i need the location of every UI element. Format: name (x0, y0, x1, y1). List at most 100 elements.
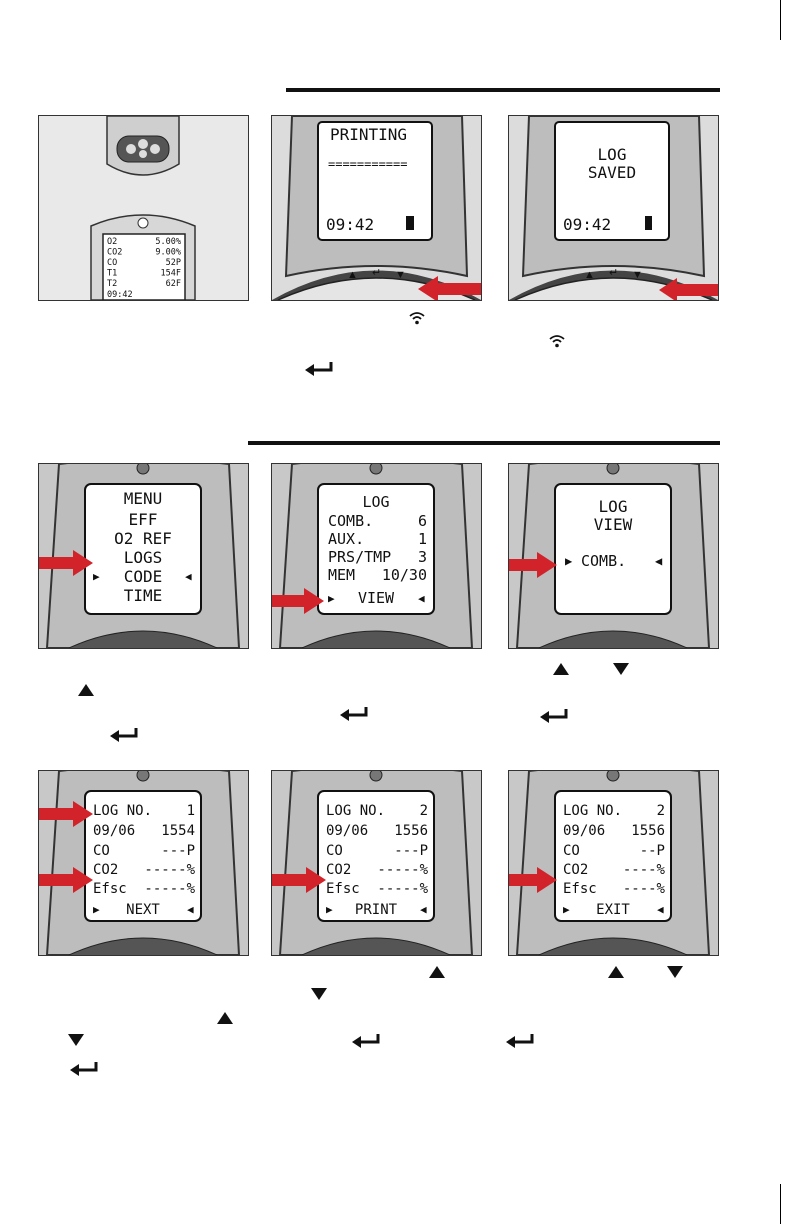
record-number: 2 (420, 803, 428, 819)
menu-item: CODE (124, 567, 163, 586)
enter-icon (110, 728, 138, 742)
device-reading-value: 62F (166, 279, 181, 289)
record-row-value: --P (640, 843, 665, 859)
record-row-value: ----% (623, 881, 666, 897)
record-date: 09/06 (563, 823, 605, 839)
record-row-value: ---P (161, 843, 195, 859)
enter-icon (506, 1034, 534, 1048)
log-row-label: AUX. (328, 530, 364, 548)
red-arrow-icon (39, 867, 93, 893)
wireless-print-icon (549, 335, 565, 348)
menu-item: TIME (124, 586, 163, 605)
record-row-value: ----% (623, 862, 666, 878)
record-time: 1554 (161, 823, 195, 839)
crop-mark (780, 1184, 781, 1224)
saved-line1: LOG (598, 145, 627, 164)
record-time: 1556 (631, 823, 665, 839)
crop-mark (780, 0, 781, 40)
logview-line2: VIEW (594, 515, 633, 534)
svg-text:▶: ▶ (565, 554, 573, 568)
up-arrow-icon (217, 1012, 233, 1024)
log-row-value: 3 (418, 548, 427, 566)
record-row-value: -----% (377, 881, 428, 897)
record-row-label: Efsc (326, 881, 360, 897)
logview-line1: LOG (599, 497, 628, 516)
printing-title: PRINTING (330, 125, 407, 144)
section-rule-view (248, 441, 720, 445)
record-row-value: -----% (144, 862, 195, 878)
record-date: 09/06 (93, 823, 135, 839)
selector-left-icon: ▶ (93, 570, 100, 583)
selector-right-icon: ◀ (185, 570, 192, 583)
printing-clock: 09:42 (326, 215, 374, 234)
svg-text:↵: ↵ (609, 267, 618, 279)
record-selected: NEXT (126, 902, 160, 918)
menu-item: O2 REF (114, 529, 172, 548)
selector-left-icon: ▶ (93, 903, 100, 916)
selector-left-icon: ▶ (326, 903, 333, 916)
saved-line2: SAVED (588, 163, 636, 182)
svg-text:↵: ↵ (372, 267, 381, 279)
record-row-label: CO2 (563, 862, 588, 878)
log-row-label: MEM (328, 566, 355, 584)
record-row-value: -----% (144, 881, 195, 897)
record-number: 2 (657, 803, 665, 819)
record-row-label: CO (563, 843, 580, 859)
selector-left-icon: ▶ (328, 592, 335, 605)
device-reading-value: 52P (166, 258, 181, 268)
svg-text:▼: ▼ (395, 269, 406, 281)
svg-text:◀: ◀ (655, 554, 663, 568)
printing-progress-bar: =========== (328, 157, 407, 171)
record-row-value: -----% (377, 862, 428, 878)
red-arrow-icon (272, 588, 324, 614)
log-row-label: COMB. (328, 512, 373, 530)
selector-right-icon: ◀ (187, 903, 194, 916)
up-arrow-icon (429, 966, 445, 978)
selector-right-icon: ◀ (418, 592, 425, 605)
device-reading-value: 5.00% (155, 237, 181, 247)
record-selected: EXIT (596, 902, 630, 918)
device-reading-label: T1 (107, 269, 117, 279)
menu-item: EFF (129, 510, 158, 529)
record-date: 09/06 (326, 823, 368, 839)
up-arrow-icon (553, 663, 569, 675)
red-arrow-icon (39, 801, 93, 827)
log-row-value: 10/30 (382, 566, 427, 584)
record-row-label: CO2 (93, 862, 118, 878)
record-header: LOG NO. (93, 803, 152, 819)
menu-title: MENU (124, 489, 163, 508)
record-row-label: CO2 (326, 862, 351, 878)
enter-icon (540, 709, 568, 723)
record-number: 1 (187, 803, 195, 819)
wireless-print-icon (409, 312, 425, 325)
log-view-screen-panel: LOG VIEW ▶ COMB. ◀ (508, 463, 719, 649)
selector-right-icon: ◀ (420, 903, 427, 916)
log-title: LOG (362, 493, 389, 511)
red-arrow-icon (39, 550, 93, 576)
log-row-value: 6 (418, 512, 427, 530)
svg-text:▼: ▼ (632, 269, 643, 281)
printing-screen-panel: PRINTING =========== 09:42 ▲↵▼ (271, 115, 482, 301)
down-arrow-icon (68, 1034, 84, 1046)
selector-right-icon: ◀ (657, 903, 664, 916)
up-arrow-icon (608, 966, 624, 978)
record-time: 1556 (394, 823, 428, 839)
device-reading-label: CO (107, 258, 117, 268)
enter-icon (340, 707, 368, 721)
device-reading-label: O2 (107, 237, 117, 247)
red-arrow-icon (509, 552, 557, 578)
log-saved-screen-panel: LOG SAVED 09:42 ▲↵▼ (508, 115, 719, 301)
down-arrow-icon (311, 988, 327, 1000)
down-arrow-icon (667, 966, 683, 978)
red-arrow-icon (418, 276, 481, 300)
record-row-label: CO (93, 843, 110, 859)
record-header: LOG NO. (326, 803, 385, 819)
selector-left-icon: ▶ (563, 903, 570, 916)
enter-icon (70, 1062, 98, 1076)
log-row-value: 1 (418, 530, 427, 548)
red-arrow-icon (659, 278, 718, 300)
